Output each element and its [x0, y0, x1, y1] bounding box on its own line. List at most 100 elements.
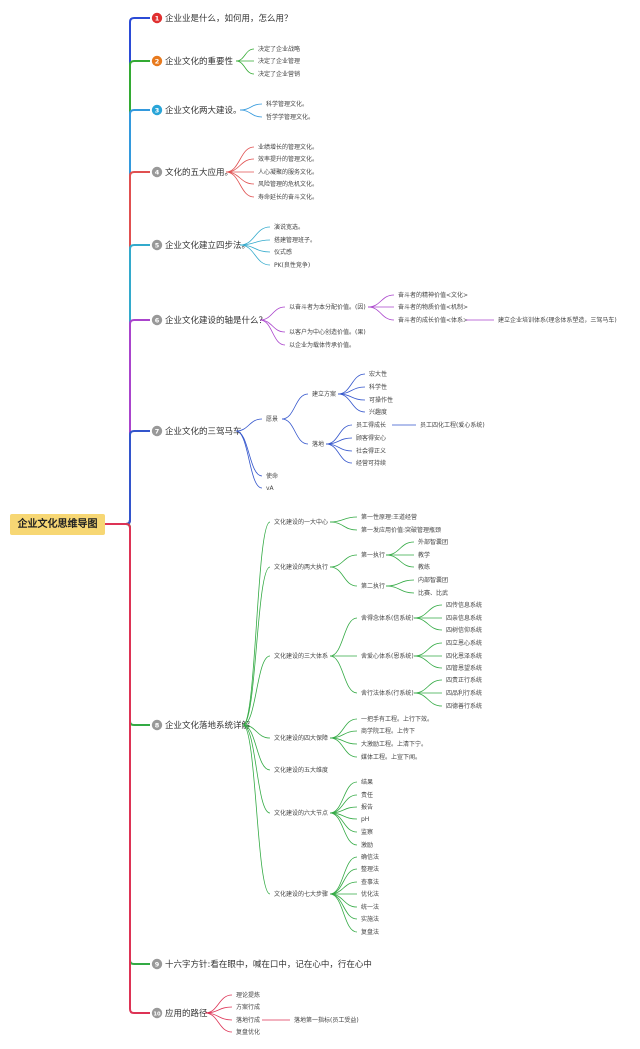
node-label[interactable]: 风险管理的危机文化。 — [258, 180, 318, 188]
branch-label[interactable]: 企业业是什么，如何用，怎么用？ — [165, 13, 293, 24]
node-label[interactable]: 教学 — [418, 551, 430, 559]
node-label[interactable]: 舍得念体系(信系统) — [361, 614, 414, 622]
node-label[interactable]: 以企业为载体传承价值。 — [289, 341, 355, 349]
node-label[interactable]: 外部智囊团 — [418, 538, 448, 546]
node-label[interactable]: 落地行成 — [236, 1016, 260, 1024]
branch-label[interactable]: 十六字方针:看在眼中，喊在口中，记在心中，行在心中 — [165, 959, 372, 970]
node-label[interactable]: 搭建管理班子。 — [274, 236, 316, 244]
node-label[interactable]: 人心凝聚的服务文化。 — [258, 168, 318, 176]
node-label[interactable]: 文化建设的两大执行 — [274, 563, 328, 571]
node-label[interactable]: 结果 — [361, 778, 373, 786]
node-label[interactable]: 落地 — [312, 440, 324, 448]
node-label[interactable]: 决定了企业管理 — [258, 57, 300, 65]
node-label[interactable]: 实施法 — [361, 915, 379, 923]
branch-number-badge — [151, 314, 163, 326]
node-label[interactable]: 文化建设的六大节点 — [274, 809, 328, 817]
node-label[interactable]: 媒体工程。上宣下闻。 — [361, 753, 421, 761]
node-label[interactable]: 演说宽选。 — [274, 223, 304, 231]
node-label[interactable]: 方案行成 — [236, 1003, 260, 1011]
node-label[interactable]: 顾客得安心 — [356, 434, 386, 442]
node-label[interactable]: 四传信息系统 — [446, 601, 482, 609]
node-label[interactable]: 统一法 — [361, 903, 379, 911]
node-label[interactable]: 奋斗者的物质价值<机制> — [398, 303, 468, 311]
node-label[interactable]: 员工四化工程(爱心系统) — [420, 421, 485, 429]
node-label[interactable]: pH — [361, 816, 369, 823]
node-label[interactable]: 四立恩心系统 — [446, 639, 482, 647]
root-node[interactable] — [10, 514, 105, 535]
node-label[interactable]: vA — [266, 485, 275, 492]
node-label[interactable]: 仪式感 — [274, 248, 292, 256]
node-label[interactable]: 科学管理文化。 — [266, 100, 308, 108]
node-label[interactable]: 宏大性 — [369, 370, 387, 378]
node-label[interactable]: 查事法 — [361, 878, 379, 886]
branch-label[interactable]: 企业文化两大建设。 — [165, 105, 242, 116]
node-label[interactable]: 四品利行系统 — [446, 689, 482, 697]
node-label[interactable]: 一把手有工程。上行下效。 — [361, 715, 433, 723]
node-label[interactable]: 四责正行系统 — [446, 676, 482, 684]
node-label[interactable]: 商学院工程。上传下 — [361, 727, 415, 735]
node-label[interactable]: 以奋斗者为本分配价值。(因) — [289, 303, 366, 311]
node-label[interactable]: 建立方案 — [312, 390, 336, 398]
node-label[interactable]: 复盘法 — [361, 928, 379, 936]
branch-label[interactable]: 应用的路径 — [165, 1008, 208, 1019]
node-label[interactable]: 哲学学管理文化。 — [266, 113, 314, 121]
node-label[interactable]: 第一执行 — [361, 551, 385, 559]
node-label[interactable]: 四德善行系统 — [446, 702, 482, 710]
node-label[interactable]: 文化建设的七大步骤 — [274, 890, 328, 898]
node-label[interactable]: 决定了企业营销 — [258, 70, 300, 78]
node-label[interactable]: 第一发应用价值:突破管理瓶颈 — [361, 526, 441, 534]
node-label[interactable]: 经营可持续 — [356, 459, 386, 467]
node-label[interactable]: 业绩增长的管理文化。 — [258, 143, 318, 151]
node-label[interactable]: 优化法 — [361, 890, 379, 898]
node-label[interactable]: 激励 — [361, 841, 373, 849]
connector-line — [281, 393, 309, 420]
node-label[interactable]: 复盘优化 — [236, 1028, 260, 1036]
node-label[interactable]: 内部智囊团 — [418, 576, 448, 584]
node-label[interactable]: 寿命延长的奋斗文化。 — [258, 193, 318, 201]
branch-label[interactable]: 企业文化的重要性 — [165, 56, 234, 67]
node-label[interactable]: 科学性 — [369, 383, 387, 391]
node-label[interactable]: 愿景 — [266, 416, 278, 423]
node-label[interactable]: 奋斗者的成长价值<体系> — [398, 316, 468, 324]
node-label[interactable]: 教练 — [418, 563, 430, 571]
node-label[interactable]: 决定了企业战略 — [258, 45, 300, 53]
node-label[interactable]: 效率提升的管理文化。 — [258, 155, 318, 163]
node-label[interactable]: 兴趣度 — [369, 408, 387, 416]
node-label[interactable]: 报告 — [361, 803, 373, 811]
node-label[interactable]: 第二执行 — [361, 582, 385, 590]
branch-label[interactable]: 文化的五大应用。 — [165, 167, 233, 178]
node-label[interactable]: 可操作性 — [369, 396, 393, 404]
node-label[interactable]: 责任 — [361, 791, 373, 799]
node-label[interactable]: 以客户为中心创造价值。(果) — [289, 328, 366, 336]
branch-connector — [105, 17, 150, 525]
node-label[interactable]: 理论提炼 — [236, 991, 260, 999]
node-label[interactable]: 四化恩泽系统 — [446, 652, 482, 660]
node-label[interactable]: 奋斗者的精神价值<文化> — [398, 291, 468, 299]
node-label[interactable]: 员工得成长 — [356, 421, 386, 429]
connector-line — [385, 579, 415, 587]
branch-label[interactable]: 企业文化建立四步法。 — [165, 240, 250, 251]
branch-label[interactable]: 企业文化落地系统详解 — [165, 720, 251, 731]
node-label[interactable]: 确信法 — [361, 853, 379, 861]
node-label[interactable]: 大激励工程。上清下宁。 — [361, 740, 427, 748]
node-label[interactable]: 建立企业培训体系(理念体系塑造，三驾马车) — [498, 316, 617, 324]
node-label[interactable]: 舍行法体系(行系统) — [361, 689, 414, 697]
node-label[interactable]: PK(良性竞争) — [274, 261, 310, 269]
node-label[interactable]: 文化建设的一大中心 — [274, 518, 328, 526]
node-label[interactable]: 落地第一指标(员工受益) — [294, 1016, 359, 1024]
node-label[interactable]: 四管恩望系统 — [446, 664, 482, 672]
branch-label[interactable]: 企业文化的三驾马车 — [165, 426, 242, 437]
node-label[interactable]: 四树信仰系统 — [446, 626, 482, 634]
node-label[interactable]: 四亲信息系统 — [446, 614, 482, 622]
node-label[interactable]: 使命 — [266, 472, 278, 480]
node-label[interactable]: 社会得正义 — [356, 447, 386, 455]
node-label[interactable]: 舍爱心体系(恩系统) — [361, 652, 414, 660]
node-label[interactable]: 文化建设的三大体系 — [274, 652, 328, 660]
node-label[interactable]: 比赛、比武 — [418, 589, 448, 597]
node-label[interactable]: 第一性原理:王道经营 — [361, 513, 417, 521]
node-label[interactable]: 文化建设的四大保障 — [274, 734, 328, 742]
branch-label[interactable]: 企业文化建设的轴是什么？ — [165, 315, 267, 326]
node-label[interactable]: 监察 — [361, 828, 373, 836]
node-label[interactable]: 整理法 — [361, 865, 379, 873]
node-label[interactable]: 文化建设的五大维度 — [274, 766, 328, 774]
